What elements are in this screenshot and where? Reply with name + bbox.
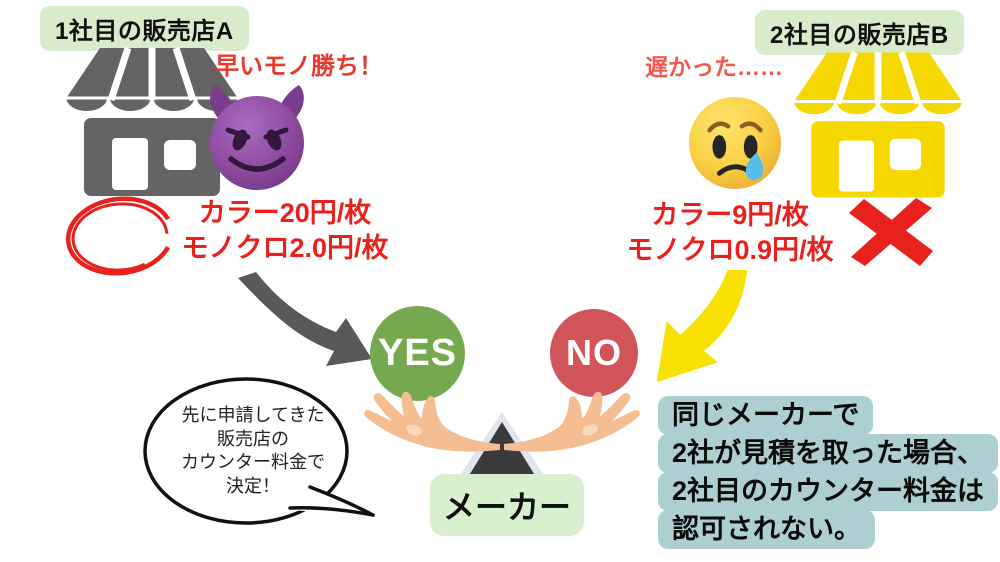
store-b-prices: カラー9円/枚 モノクロ0.9円/枚	[610, 198, 850, 268]
devil-emoji-icon	[210, 85, 304, 190]
store-a-price-color: カラー20円/枚	[198, 198, 372, 228]
store-b-price-mono: モノクロ0.9円/枚	[626, 235, 834, 265]
sad-tear-emoji-icon	[688, 96, 782, 190]
open-hands-icon	[364, 391, 640, 490]
yes-badge: YES	[370, 306, 465, 401]
maker-label-text: メーカー	[442, 489, 571, 525]
speech-bubble-text: 先に申請してきた 販売店の カウンター料金で 決定！	[148, 404, 358, 498]
note-line: 2社目のカウンター料金は	[658, 472, 999, 511]
speech-bubble-line: 先に申請してきた	[181, 405, 325, 425]
store-a-prices: カラー20円/枚 モノクロ2.0円/枚	[165, 196, 405, 266]
yes-badge-text: YES	[377, 332, 458, 374]
storefront-yellow-icon	[791, 51, 965, 198]
note-line: 2社が見積を取った場合、	[658, 434, 999, 473]
store-b-price-color: カラー9円/枚	[651, 200, 809, 230]
note-line: 同じメーカーで	[658, 396, 874, 435]
store-a-comment: 早いモノ勝ち！	[215, 53, 383, 80]
note-box: 同じメーカーで 2社が見積を取った場合、 2社目のカウンター料金は 認可されない…	[658, 396, 999, 549]
speech-bubble	[143, 377, 375, 525]
store-b-label: 2社目の販売店B	[755, 10, 964, 55]
store-b-comment: 遅かった……	[645, 54, 783, 80]
note-line: 認可されない。	[658, 510, 875, 549]
red-cross-mark-icon	[849, 198, 933, 266]
red-circle-mark-icon	[65, 196, 175, 276]
store-a-price-mono: モノクロ2.0円/枚	[181, 233, 389, 263]
no-badge: NO	[550, 309, 638, 397]
no-badge-text: NO	[566, 332, 622, 373]
maker-label: メーカー	[430, 474, 584, 536]
speech-bubble-line: カウンター料金で	[181, 452, 325, 472]
speech-bubble-line: 決定！	[226, 475, 280, 496]
curved-arrow-gray-icon	[238, 272, 372, 366]
store-a-label: 1社目の販売店A	[40, 6, 249, 51]
curved-arrow-yellow-icon	[656, 270, 748, 383]
speech-bubble-line: 販売店の	[217, 428, 289, 449]
